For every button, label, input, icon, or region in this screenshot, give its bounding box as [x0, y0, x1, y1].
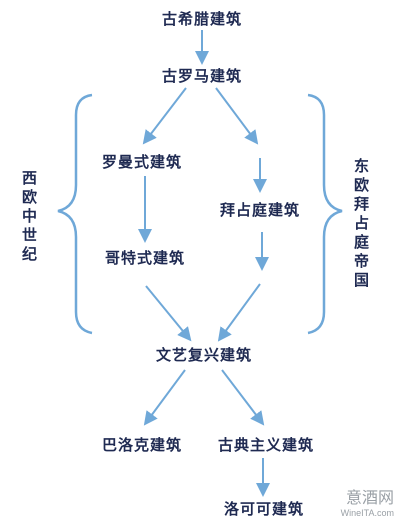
node-greek-architecture: 古希腊建筑	[161, 10, 243, 28]
watermark: 意酒网 WineITA.com	[341, 490, 394, 519]
arrow-roman-byzantine	[215, 87, 259, 145]
right-brace	[307, 93, 343, 335]
group-label-western-medieval: 西欧中世纪	[20, 170, 38, 265]
group-label-eastern-byzantine: 东欧拜占庭帝国	[352, 158, 370, 291]
node-gothic-architecture: 哥特式建筑	[104, 249, 186, 267]
node-roman-architecture: 古罗马建筑	[161, 67, 243, 85]
node-romanesque-architecture: 罗曼式建筑	[101, 153, 183, 171]
node-classicism-architecture: 古典主义建筑	[217, 436, 315, 454]
arrow-gothic-renaissance	[145, 285, 192, 342]
arrow-renaissance-classicism	[221, 369, 265, 426]
watermark-en: WineITA.com	[340, 508, 394, 518]
watermark-cn: 意酒网	[345, 490, 394, 507]
arrow-renaissance-baroque	[143, 369, 186, 426]
node-baroque-architecture: 巴洛克建筑	[101, 436, 183, 454]
node-renaissance-architecture: 文艺复兴建筑	[155, 346, 253, 364]
left-brace	[57, 93, 93, 335]
arrow-roman-romanesque	[142, 87, 187, 145]
node-byzantine-architecture: 拜占庭建筑	[219, 201, 301, 219]
node-rococo-architecture: 洛可可建筑	[223, 500, 305, 518]
arrow-byzantine-renaissance	[217, 283, 261, 342]
